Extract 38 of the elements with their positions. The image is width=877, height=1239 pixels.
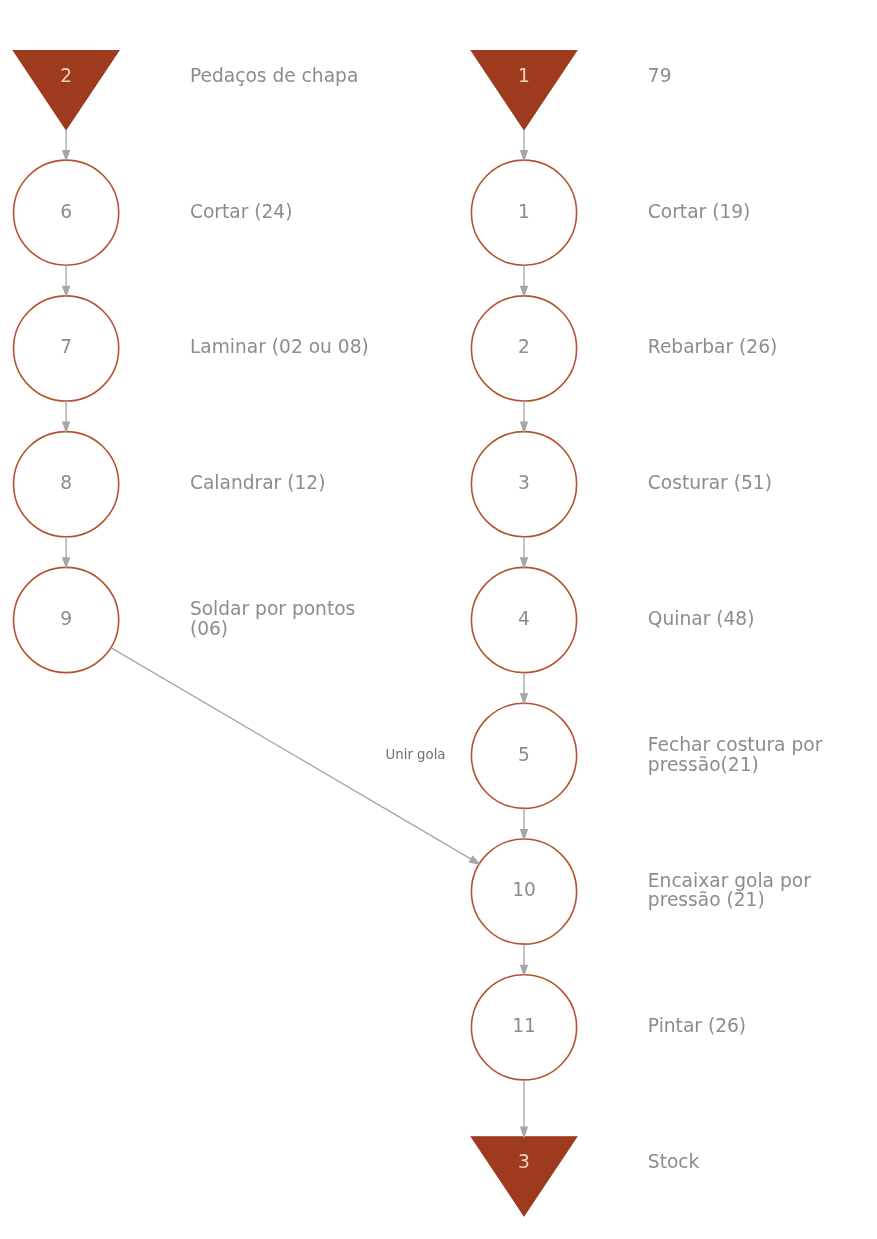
node-label: Stock — [647, 1150, 700, 1172]
node-label: Laminar (02 ou 08) — [189, 335, 369, 357]
node-label: Calandrar (12) — [189, 471, 326, 493]
node-label: 79 — [647, 64, 672, 86]
node-circle: 8 — [12, 430, 120, 538]
node-circle: 11 — [470, 973, 578, 1081]
node-circle: 9 — [12, 566, 120, 673]
node-label: Quinar (48) — [647, 607, 755, 629]
node-label: Pintar (26) — [647, 1014, 747, 1036]
node-circle: 4 — [470, 566, 578, 673]
node-circle: 2 — [470, 294, 578, 402]
node-label: Cortar (19) — [647, 200, 751, 222]
arrow — [110, 646, 481, 865]
node-circle: 6 — [12, 158, 120, 266]
node-label: Costurar (51) — [647, 471, 772, 493]
node-circle: 3 — [470, 430, 578, 538]
arrow — [61, 535, 71, 569]
arrow — [61, 400, 71, 434]
arrow — [61, 128, 71, 162]
arrow — [519, 1078, 529, 1138]
arrow — [519, 264, 529, 298]
node-circle: 7 — [12, 294, 120, 402]
arrow — [519, 807, 529, 841]
arrow — [519, 128, 529, 162]
node-label: Rebarbar (26) — [647, 335, 778, 357]
node-label: Soldar por pontos (06) — [189, 597, 356, 639]
node-label: Fechar costura por pressão(21) — [647, 733, 823, 775]
node-label: Pedaços de chapa — [189, 64, 359, 86]
node-circle: 1 — [470, 158, 578, 266]
arrow — [519, 535, 529, 569]
node-label: Encaixar gola por pressão (21) — [647, 868, 811, 910]
arrow — [61, 264, 71, 298]
node-circle: 5 — [470, 701, 578, 809]
arrow — [519, 671, 529, 705]
arrow — [519, 400, 529, 434]
arrow — [519, 943, 529, 977]
edge-label: Unir gola — [385, 746, 446, 762]
node-label: Cortar (24) — [189, 200, 293, 222]
